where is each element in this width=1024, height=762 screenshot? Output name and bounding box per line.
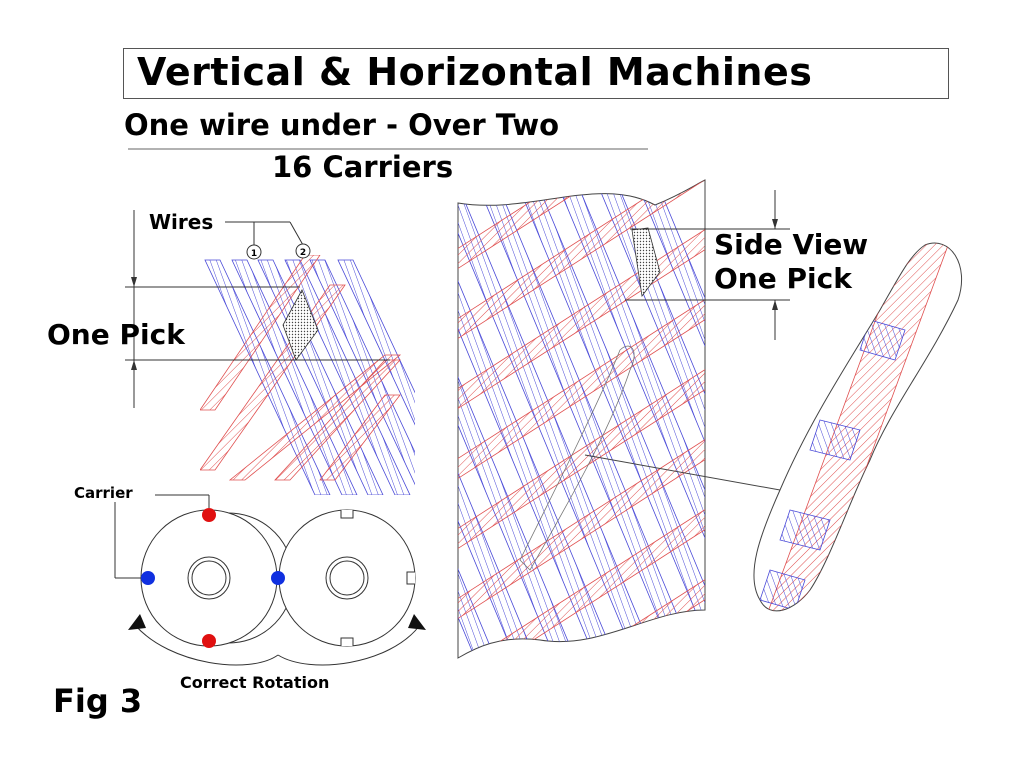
carrier-gears — [134, 509, 421, 666]
title-box — [123, 48, 949, 99]
side-view-label: Side View — [714, 228, 869, 261]
one-pick-label: One Pick — [47, 318, 185, 351]
wire-2-label: 2 — [300, 248, 306, 258]
subtitle-carriers: 16 Carriers — [272, 150, 454, 184]
side-view-one-pick-label: One Pick — [714, 262, 852, 295]
carrier-red-top — [202, 508, 216, 522]
page-title: Vertical & Horizontal Machines — [137, 50, 813, 94]
carrier-red-bottom — [202, 634, 216, 648]
wire-1-label: 1 — [251, 249, 257, 259]
side-view-weave — [759, 243, 951, 611]
carrier-blue-right — [271, 571, 285, 585]
wire-2-marker — [295, 243, 311, 259]
wire-1-marker — [246, 244, 262, 260]
figure-label: Fig 3 — [53, 682, 143, 720]
carrier-blue-left — [141, 571, 155, 585]
small-weave-detail — [200, 255, 415, 495]
wires-label: Wires — [149, 210, 214, 234]
correct-rotation-label: Correct Rotation — [180, 673, 330, 692]
subtitle-pattern: One wire under - Over Two — [124, 108, 560, 142]
carrier-label: Carrier — [74, 484, 133, 502]
